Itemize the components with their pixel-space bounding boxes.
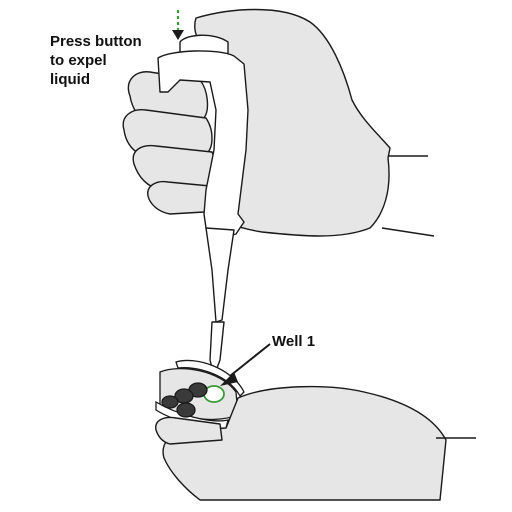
press-button-callout: Press button to expel liquid <box>50 33 142 88</box>
well-1-callout: Well 1 <box>272 333 316 350</box>
upper-glove-cuff <box>381 155 435 237</box>
lower-gloved-hand <box>155 385 447 501</box>
pipette <box>157 34 249 377</box>
pipette-plunger-button <box>179 34 229 55</box>
well-4 <box>176 402 196 418</box>
well-5 <box>161 395 179 409</box>
pipette-shaft <box>205 227 235 323</box>
pointer-arrow-icon <box>220 343 271 386</box>
sample-strip <box>155 359 245 429</box>
pipette-handle <box>157 50 249 241</box>
dashed-down-arrow-icon <box>172 10 184 40</box>
